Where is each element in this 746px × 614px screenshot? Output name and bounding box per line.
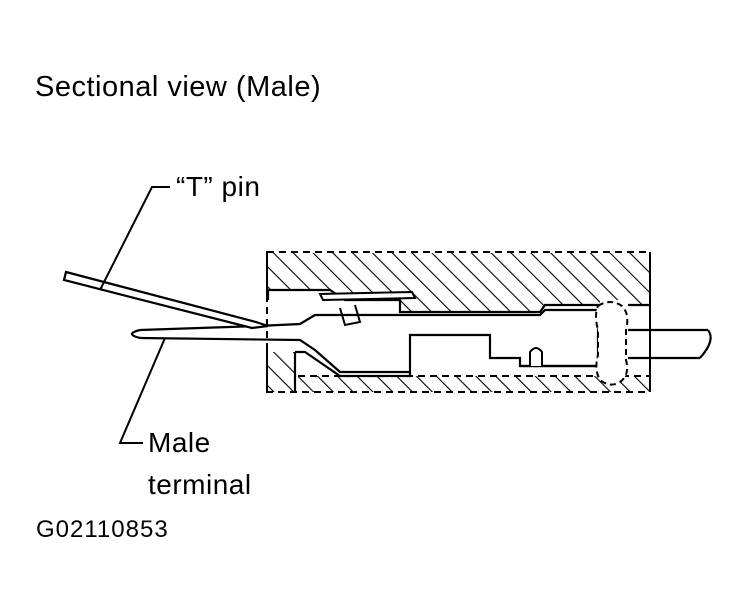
t-pin bbox=[62, 270, 269, 330]
wire bbox=[628, 328, 712, 360]
leader-lines bbox=[99, 186, 170, 444]
wire-seal bbox=[595, 301, 629, 386]
male-terminal-label-line1: Male bbox=[148, 427, 211, 458]
t-pin-leader bbox=[99, 186, 170, 291]
housing-bottom-wall-right bbox=[298, 376, 650, 392]
figure-code: G02110853 bbox=[36, 516, 169, 543]
t-pin-label: “T” pin bbox=[176, 171, 261, 202]
housing-top-wall bbox=[267, 253, 650, 312]
male-terminal-label-line2: terminal bbox=[148, 469, 252, 500]
connector-housing bbox=[266, 251, 651, 393]
housing-bottom-wall bbox=[267, 352, 295, 392]
diagram-title: Sectional view (Male) bbox=[35, 71, 322, 103]
male-terminal bbox=[130, 308, 600, 374]
male-terminal-leader bbox=[118, 337, 166, 444]
retaining-lance bbox=[318, 290, 417, 302]
